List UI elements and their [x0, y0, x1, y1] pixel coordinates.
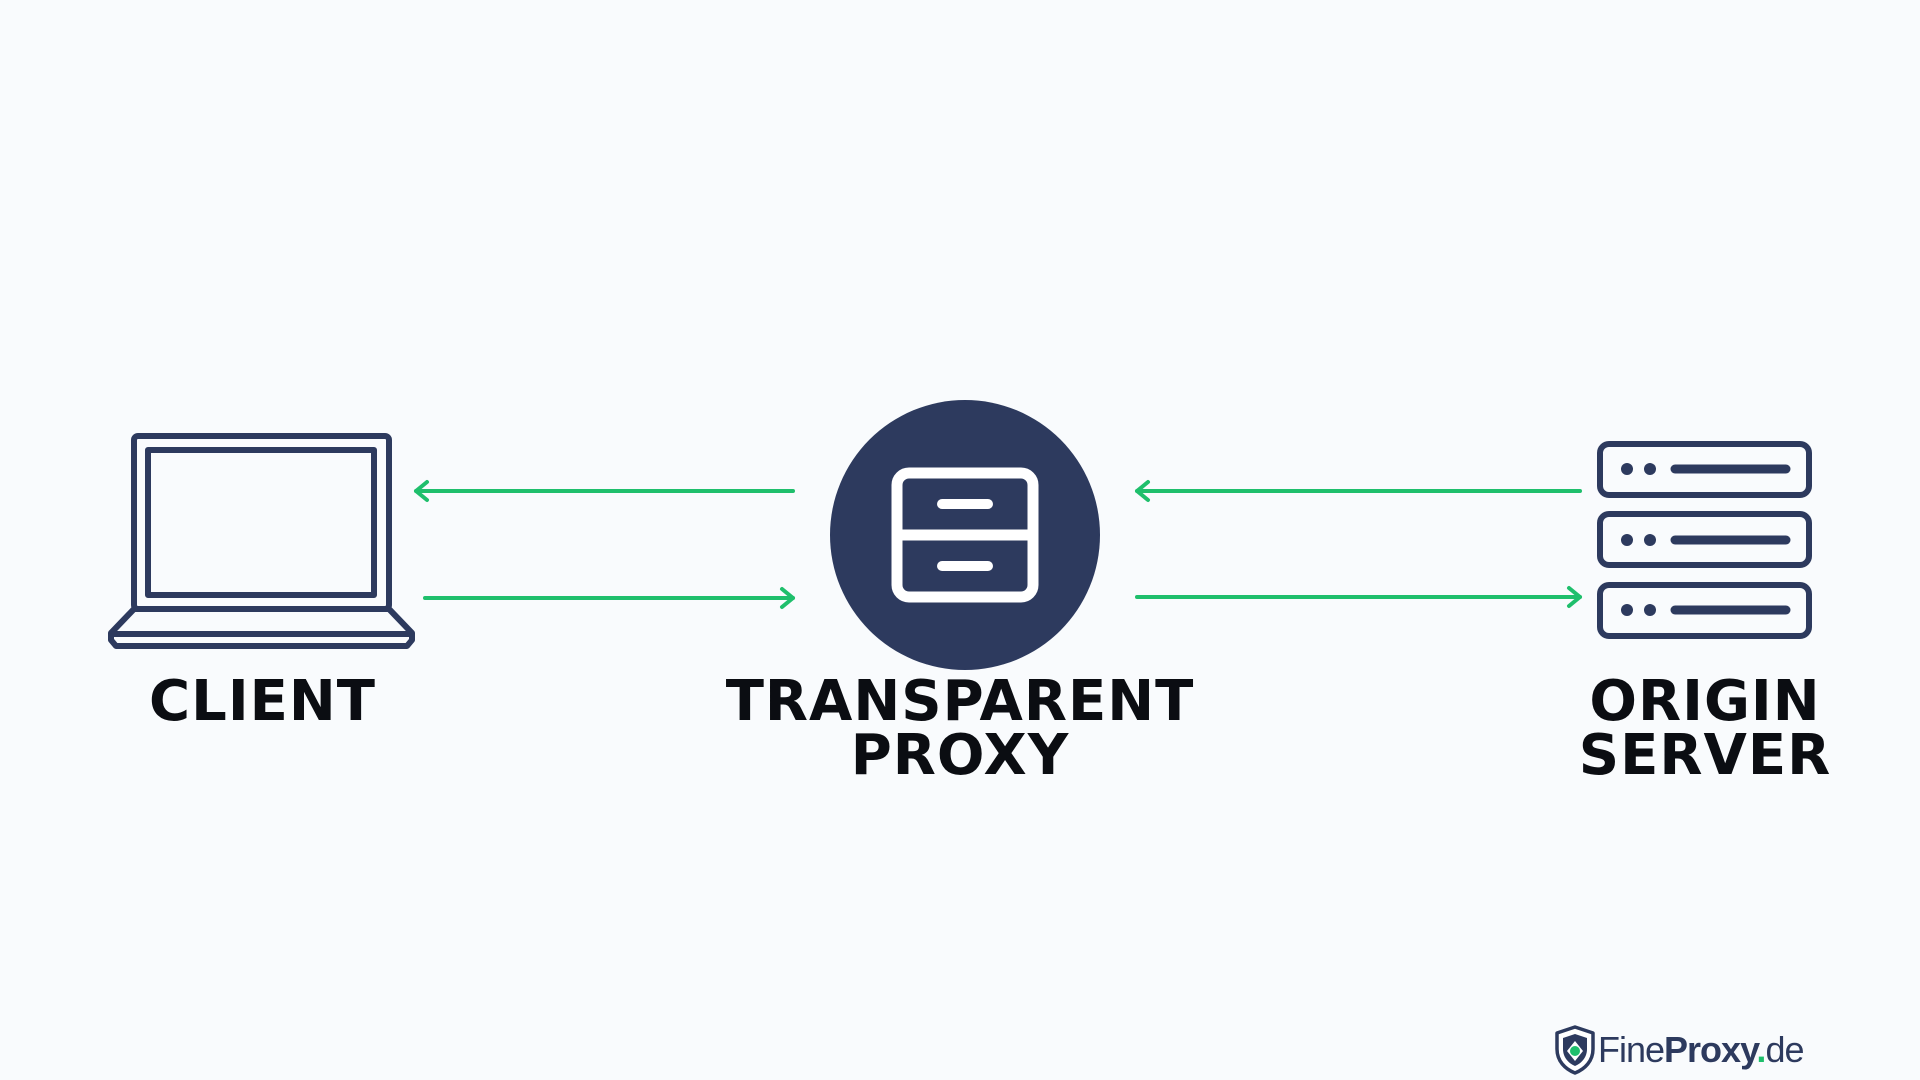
- brand-tld: de: [1765, 1029, 1804, 1070]
- brand-logo: FineProxy.de: [1553, 1025, 1823, 1075]
- server-rack-icon: [1597, 441, 1812, 639]
- arrow-client-to-proxy: [423, 587, 795, 609]
- server-label-line2: SERVER: [1578, 723, 1832, 788]
- arrow-proxy-to-server: [1135, 586, 1582, 608]
- arrow-server-to-proxy: [1135, 480, 1582, 502]
- brand-dot: .: [1756, 1029, 1766, 1070]
- proxy-node: [830, 400, 1100, 670]
- brand-name-fine: Fine: [1598, 1029, 1665, 1070]
- client-label-text: CLIENT: [149, 669, 376, 734]
- proxy-label: TRANSPARENT PROXY: [700, 669, 1220, 788]
- shield-logo-icon: [1555, 1025, 1595, 1075]
- brand-name: FineProxy.de: [1598, 1025, 1804, 1075]
- laptop-icon: [108, 433, 415, 649]
- brand-name-proxy: Proxy: [1664, 1029, 1757, 1070]
- arrow-proxy-to-client: [414, 480, 795, 502]
- proxy-label-line2: PROXY: [850, 723, 1070, 788]
- server-label-line1: ORIGIN: [1589, 669, 1821, 734]
- proxy-label-line1: TRANSPARENT: [725, 669, 1195, 734]
- client-label: CLIENT: [140, 669, 385, 734]
- server-drawer-icon: [891, 467, 1039, 603]
- server-label: ORIGIN SERVER: [1555, 669, 1855, 788]
